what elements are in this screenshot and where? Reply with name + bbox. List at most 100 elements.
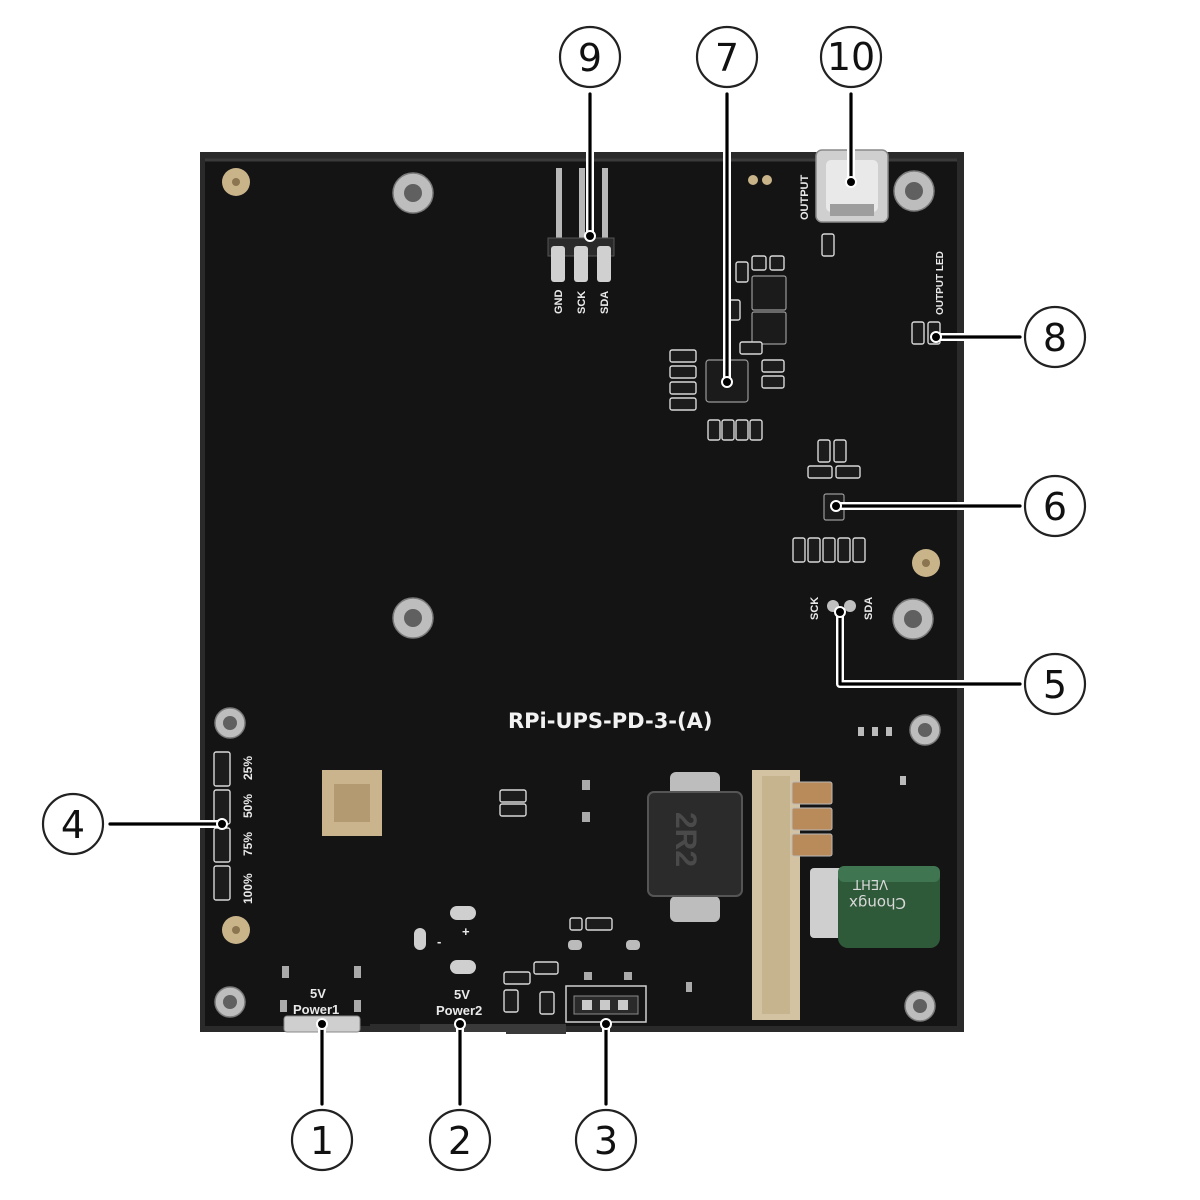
smd-component	[539, 991, 555, 1015]
mounting-hole	[892, 598, 934, 640]
capacitor-series: VEHT	[853, 876, 888, 891]
resistor-row	[792, 537, 866, 563]
smd-component	[707, 419, 721, 441]
small-pad	[584, 972, 592, 980]
capacitor-stripe	[838, 866, 940, 882]
callout-1-label: 1	[310, 1119, 334, 1163]
inductor-body	[647, 791, 743, 897]
silk-25: 25%	[241, 756, 255, 780]
smd-component	[761, 359, 785, 373]
leader-1-dot	[316, 1018, 328, 1030]
smd-component	[833, 439, 847, 463]
smd-component	[822, 537, 836, 563]
header-pin	[556, 168, 562, 258]
callout-3: 3	[574, 1108, 638, 1172]
gold-pad	[922, 559, 930, 567]
small-pad	[886, 727, 892, 736]
mounting-hole	[893, 170, 935, 212]
small-pad	[900, 776, 906, 785]
polarity-pad	[450, 906, 476, 920]
silk-sck-pad: SCK	[809, 597, 821, 620]
small-pad	[354, 1000, 361, 1012]
smd-component	[769, 255, 785, 271]
callout-4-label: 4	[61, 803, 85, 847]
gold-pad	[232, 178, 240, 186]
capacitor	[791, 807, 833, 831]
callout-9: 9	[558, 25, 622, 89]
mounting-hole	[392, 597, 434, 639]
callout-7: 7	[695, 25, 759, 89]
smd-component	[503, 971, 531, 985]
inductor: 2R2	[647, 772, 743, 922]
ceramic-capacitors	[791, 781, 833, 857]
smd-component	[749, 419, 763, 441]
small-pads	[858, 727, 906, 785]
smd-component	[503, 989, 519, 1013]
smd-component	[735, 419, 749, 441]
mounting-hole	[214, 986, 246, 1018]
smd-component	[585, 917, 613, 931]
silk-output: OUTPUT	[799, 175, 811, 221]
small-pad	[858, 727, 864, 736]
small-pad	[686, 982, 692, 992]
polarity-marks: + -	[414, 906, 476, 974]
callout-8-label: 8	[1043, 316, 1067, 360]
smd-component	[533, 961, 559, 975]
inductor-marking: 2R2	[669, 812, 702, 867]
silk-100: 100%	[241, 873, 255, 904]
callout-5: 5	[1023, 652, 1087, 716]
silk-sck: SCK	[576, 291, 588, 314]
callout-10: 10	[819, 25, 883, 89]
small-pad	[282, 966, 289, 978]
usb-c-pins	[830, 204, 874, 216]
callouts: 1 2 3 4 5 6 7 8	[41, 25, 1087, 1172]
small-chip-area	[807, 439, 861, 521]
test-pad-sda	[844, 600, 856, 612]
battery-led	[213, 827, 231, 863]
leader-6-dot	[830, 500, 842, 512]
smd-component	[821, 233, 835, 257]
polarity-pad	[450, 960, 476, 974]
callout-10-label: 10	[827, 35, 875, 79]
silk-power1-voltage: 5V	[310, 986, 326, 1001]
small-pad	[762, 175, 772, 185]
smd-component	[817, 439, 831, 463]
gold-strip-inner	[762, 776, 790, 1014]
capacitor	[791, 781, 833, 805]
battery-level-leds: 100% 75% 50% 25%	[213, 751, 255, 904]
leader-8-dot	[930, 331, 942, 343]
silk-50: 50%	[241, 794, 255, 818]
small-pad	[624, 972, 632, 980]
smd-component	[751, 255, 767, 271]
smd-component	[669, 381, 697, 395]
battery-led	[213, 751, 231, 787]
bga-grid	[334, 784, 370, 822]
small-pad	[568, 940, 582, 950]
small-pad	[280, 1000, 287, 1012]
bga-chip	[322, 770, 382, 836]
silk-plus: +	[462, 924, 470, 939]
smd-component	[721, 419, 735, 441]
callout-7-label: 7	[715, 36, 739, 80]
board-title: RPi-UPS-PD-3-(A)	[508, 709, 712, 733]
power-labels: 5V Power1 5V Power2	[280, 966, 482, 1018]
smd-component	[739, 341, 763, 355]
capacitor-body	[838, 866, 940, 948]
smd-component	[499, 789, 527, 803]
leader-9-dot	[584, 230, 596, 242]
callout-2-label: 2	[448, 1119, 472, 1163]
callout-4: 4	[41, 792, 105, 856]
silk-minus: -	[437, 934, 441, 949]
smd-component	[837, 537, 851, 563]
smd-component	[835, 465, 861, 479]
mounting-hole	[909, 714, 941, 746]
leader-3-dot	[600, 1018, 612, 1030]
misc-components	[499, 780, 590, 822]
silk-power1-name: Power1	[293, 1002, 339, 1017]
smd-component	[735, 261, 749, 283]
mounting-hole	[214, 707, 246, 739]
leader-5-dot	[834, 606, 846, 618]
leader-2-dot	[454, 1018, 466, 1030]
silk-power2-name: Power2	[436, 1003, 482, 1018]
